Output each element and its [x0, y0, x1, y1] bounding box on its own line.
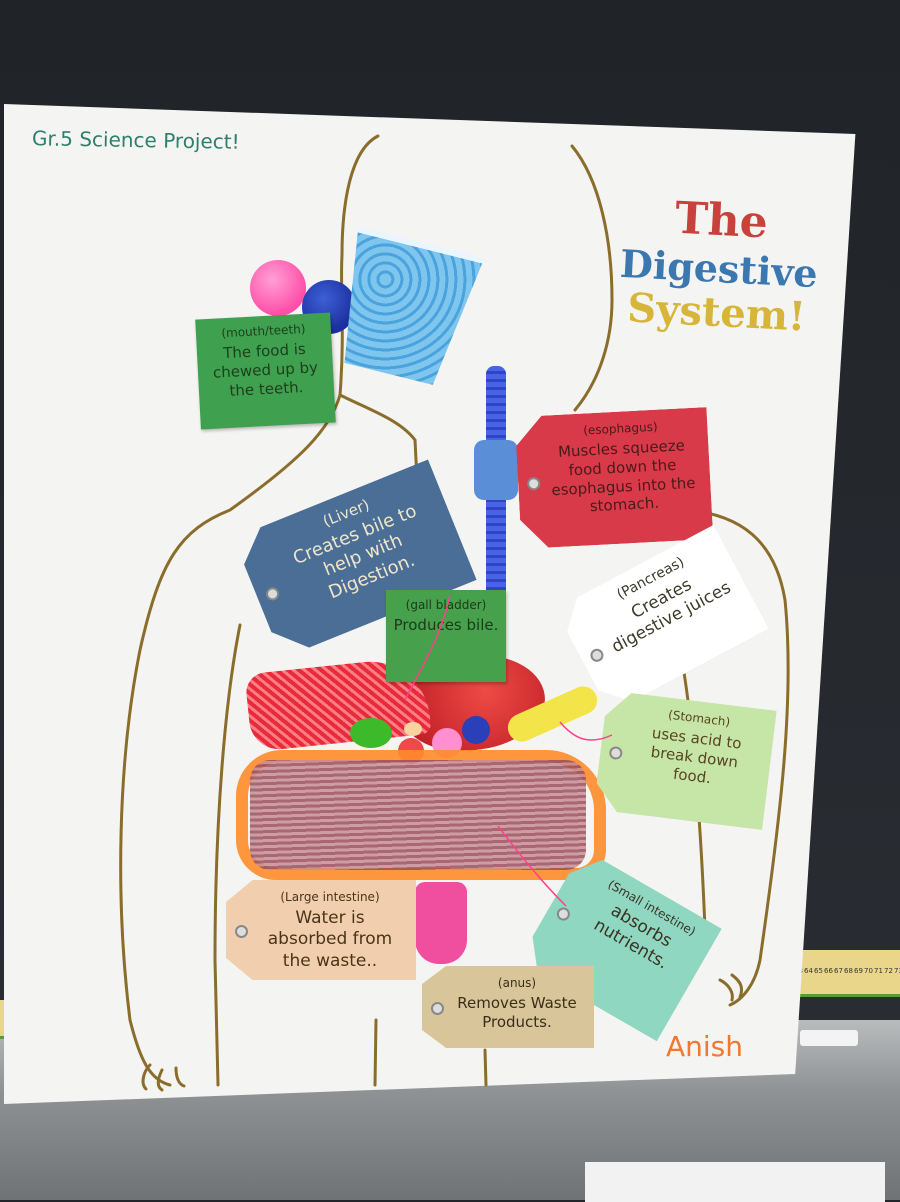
rectum-felt: [415, 882, 467, 964]
tag-hole: [235, 925, 248, 938]
ruler-tick-label: 64: [804, 967, 813, 975]
gallbladder-clay: [350, 718, 392, 748]
ruler-tick-label: 68: [844, 967, 853, 975]
tag-large-intestine-text: Water is absorbed from the waste..: [267, 908, 393, 971]
pink-pompom: [250, 260, 306, 316]
ruler-tick-label: 70: [864, 967, 873, 975]
paper-sheet: [585, 1162, 885, 1202]
tag-anus: (anus) Removes Waste Products.: [422, 966, 594, 1048]
ruler-tick-label: 71: [874, 967, 883, 975]
tag-anus-text: Removes Waste Products.: [457, 994, 577, 1031]
ruler-tick-label: 67: [834, 967, 843, 975]
ruler-tick-label: 66: [824, 967, 833, 975]
ruler-tick-label: 73: [894, 967, 900, 975]
ruler-tick-label: 69: [854, 967, 863, 975]
esophagus-connector: [474, 440, 518, 500]
tag-large-intestine: (Large intestine) Water is absorbed from…: [226, 880, 416, 980]
tag-gallbladder-text: Produces bile.: [393, 616, 499, 634]
tag-large-intestine-label: (Large intestine): [280, 890, 380, 904]
chalk-eraser: [800, 1030, 858, 1046]
ruler-tick-label: 65: [814, 967, 823, 975]
ruler-tick-label: 72: [884, 967, 893, 975]
tag-anus-label: (anus): [497, 976, 537, 990]
small-intestine-fabric: [250, 760, 586, 870]
signature: Anish: [666, 1030, 744, 1063]
tag-gallbladder-label: (gall bladder): [405, 598, 487, 612]
tag-hole: [431, 1002, 444, 1015]
tag-gallbladder: (gall bladder) Produces bile.: [386, 590, 506, 682]
